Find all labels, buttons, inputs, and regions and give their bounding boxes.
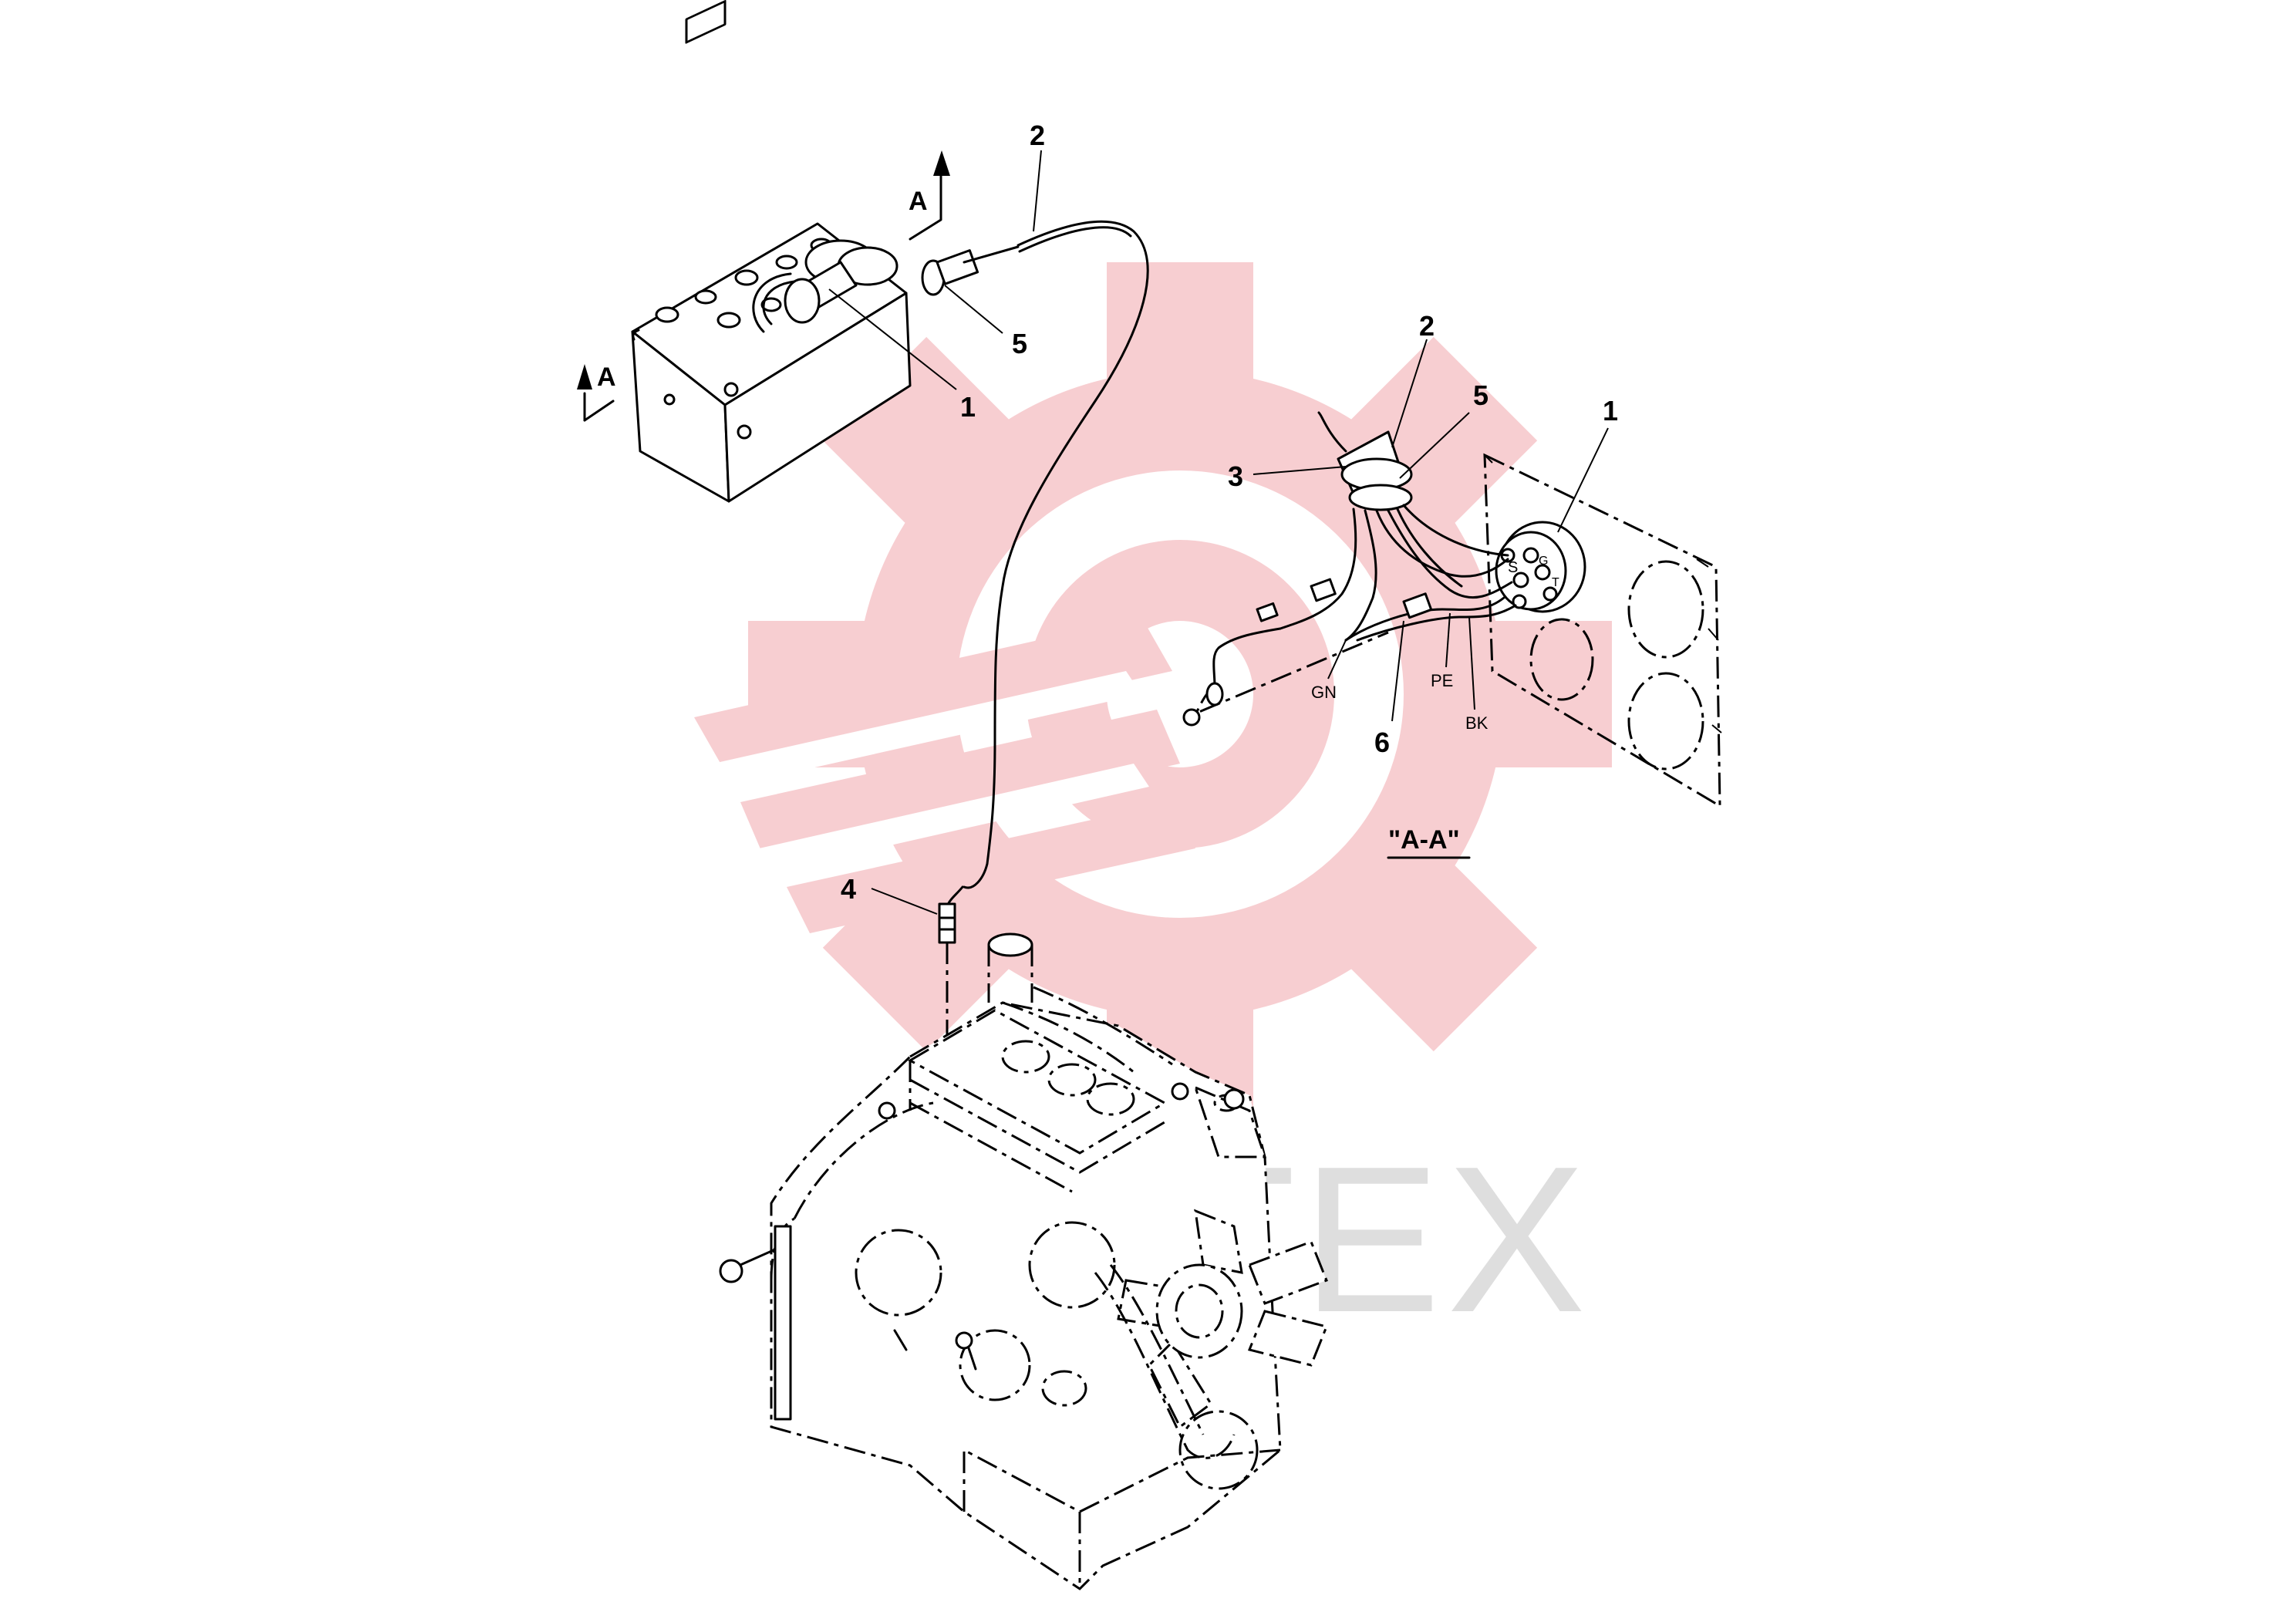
callout-2-detail: 2	[1391, 310, 1435, 448]
engine-block	[719, 932, 1329, 1590]
wire-code-bk: BK	[1465, 713, 1489, 733]
terminal-g: G	[1539, 555, 1548, 568]
battery-terminal	[655, 238, 833, 329]
section-view-aa: S G T GN	[1182, 310, 1722, 859]
section-arrow-top: A	[909, 150, 950, 241]
section-arrow-left: A	[577, 363, 616, 422]
wire-harness	[1182, 411, 1517, 727]
cable-gland	[921, 245, 1020, 296]
fan	[1117, 1209, 1329, 1429]
callout-2-top: 2	[1030, 120, 1045, 232]
svg-text:5: 5	[1473, 379, 1489, 411]
wire-code-pe: PE	[1431, 671, 1453, 690]
svg-text:2: 2	[1030, 120, 1045, 151]
callout-5-top: 5	[944, 285, 1027, 359]
callout-6-detail: 6	[1374, 620, 1404, 758]
callout-4: 4	[841, 873, 938, 915]
svg-text:3: 3	[1228, 460, 1243, 492]
callout-3-detail: 3	[1228, 460, 1347, 492]
svg-text:6: 6	[1374, 727, 1390, 758]
terminal-t: T	[1552, 576, 1559, 589]
svg-text:5: 5	[1012, 328, 1027, 359]
callout-1-top: 1	[828, 288, 976, 423]
callout-1-detail: 1	[1557, 395, 1618, 533]
glow-plug-cable	[963, 220, 1149, 889]
svg-text:A: A	[909, 187, 928, 216]
svg-text:"A-A": "A-A"	[1388, 825, 1460, 855]
svg-text:1: 1	[1603, 395, 1618, 427]
battery-box	[631, 0, 1020, 503]
glow-switch: S G T	[1495, 521, 1586, 613]
view-title-aa: "A-A"	[1387, 825, 1471, 859]
heater-unit	[752, 239, 899, 333]
svg-text:4: 4	[841, 873, 856, 905]
wire-code-gn: GN	[1311, 683, 1337, 702]
terminal-s: S	[1508, 559, 1518, 576]
svg-text:2: 2	[1419, 310, 1435, 342]
callout-5-detail: 5	[1399, 379, 1489, 479]
svg-text:1: 1	[960, 391, 976, 423]
svg-text:A: A	[597, 363, 616, 392]
